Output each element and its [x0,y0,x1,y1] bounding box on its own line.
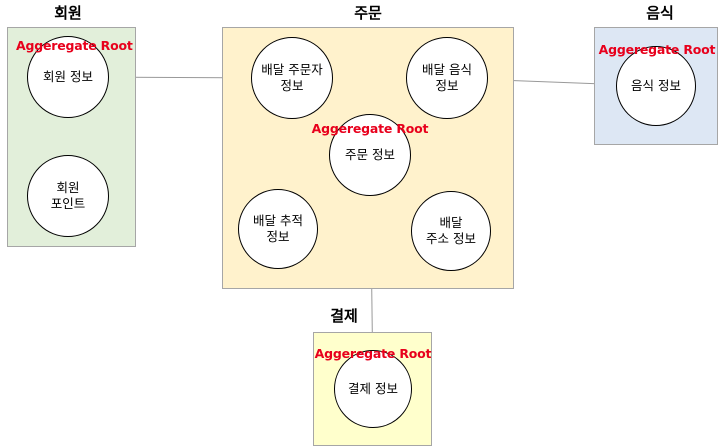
member-root-label: Aggeregate Root [16,38,133,53]
entity-label: 배달 추적 [253,213,303,228]
entity-label: 회원 정보 [43,69,93,84]
entity-label: 정보 [266,229,290,244]
entity-label: 정보 [280,78,304,93]
payment-aggregate-title: 결제 [330,307,358,325]
payment-info-entity: 결제 정보 [334,350,412,428]
food-aggregate-title: 음식 [646,4,674,22]
order-info-entity: 주문 정보 [329,114,411,196]
entity-label: 배달 음식 [422,62,472,77]
entity-label: 배달 [439,215,463,230]
orderer-info-entity: 배달 주문자 정보 [251,37,333,119]
food-info-entity: 음식 정보 [616,46,696,126]
order-root-label: Aggeregate Root [311,121,429,136]
entity-label: 주소 정보 [426,231,476,246]
entity-label: 결제 정보 [348,381,398,396]
entity-label: 배달 주문자 [261,62,323,77]
entity-label: 음식 정보 [631,78,681,93]
entity-label: 정보 [435,78,459,93]
entity-label: 회원 [56,180,80,195]
order-aggregate-title: 주문 [354,4,382,22]
food-root-label: Aggeregate Root [598,42,716,57]
member-aggregate-title: 회원 [54,4,82,22]
food-order-info-entity: 배달 음식 정보 [406,37,488,119]
tracking-info-entity: 배달 추적 정보 [238,189,318,269]
member-point-entity: 회원 포인트 [27,155,109,237]
entity-label: 주문 정보 [345,147,395,162]
member-info-entity: 회원 정보 [27,36,109,118]
entity-label: 포인트 [50,196,86,211]
address-info-entity: 배달 주소 정보 [411,191,491,271]
payment-root-label: Aggeregate Root [314,346,432,361]
